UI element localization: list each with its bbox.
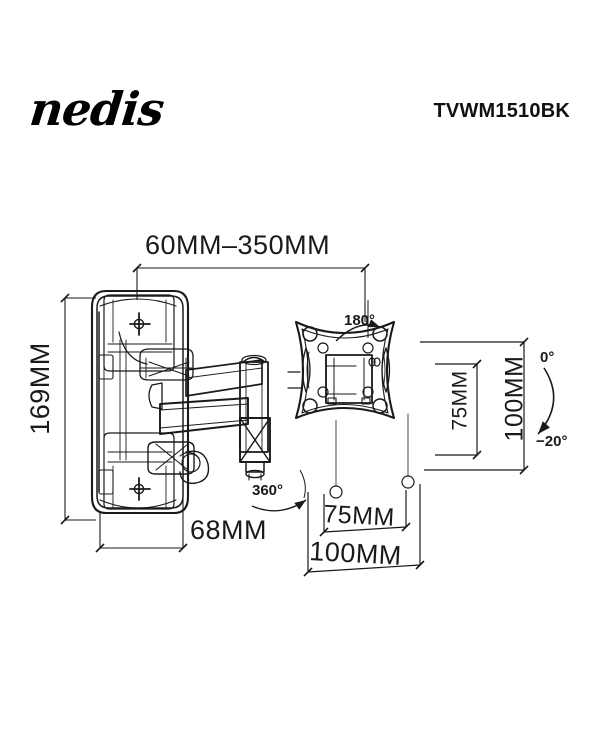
dimension-vesa-vertical-75 <box>435 359 482 460</box>
label-angle-swivel-180: 180° <box>344 312 376 329</box>
dimension-depth-68 <box>95 498 188 553</box>
label-angle-rotation-360: 360° <box>252 482 284 499</box>
model-number: TVWM1510BK <box>433 100 570 122</box>
angle-tilt-indicator <box>537 367 555 435</box>
dimension-vesa-vertical-100 <box>420 337 529 475</box>
dimension-width-range <box>132 263 370 322</box>
label-angle-tilt-down: −20° <box>536 433 568 450</box>
label-width-range: 60MM–350MM <box>145 230 331 260</box>
articulating-arm <box>148 354 271 484</box>
wall-plate-assembly <box>90 289 195 515</box>
label-vesa-horizontal-75: 75MM <box>322 500 396 532</box>
label-height-169: 169MM <box>24 342 55 435</box>
label-angle-tilt-up: 0° <box>540 349 555 366</box>
dimension-vesa-horizontal-75 <box>319 490 411 537</box>
label-depth-68: 68MM <box>190 515 268 545</box>
vesa-plate <box>287 320 415 499</box>
label-vesa-horizontal-100: 100MM <box>308 536 403 571</box>
dimension-vesa-horizontal-100 <box>303 484 425 577</box>
label-vesa-vertical-100: 100MM <box>500 355 529 442</box>
angle-swivel-180 <box>335 300 381 342</box>
label-vesa-vertical-75: 75MM <box>448 370 472 431</box>
page-header: nedis TVWM1510BK <box>0 0 600 170</box>
dimension-height-169 <box>60 293 96 525</box>
angle-rotation-360 <box>251 469 307 512</box>
